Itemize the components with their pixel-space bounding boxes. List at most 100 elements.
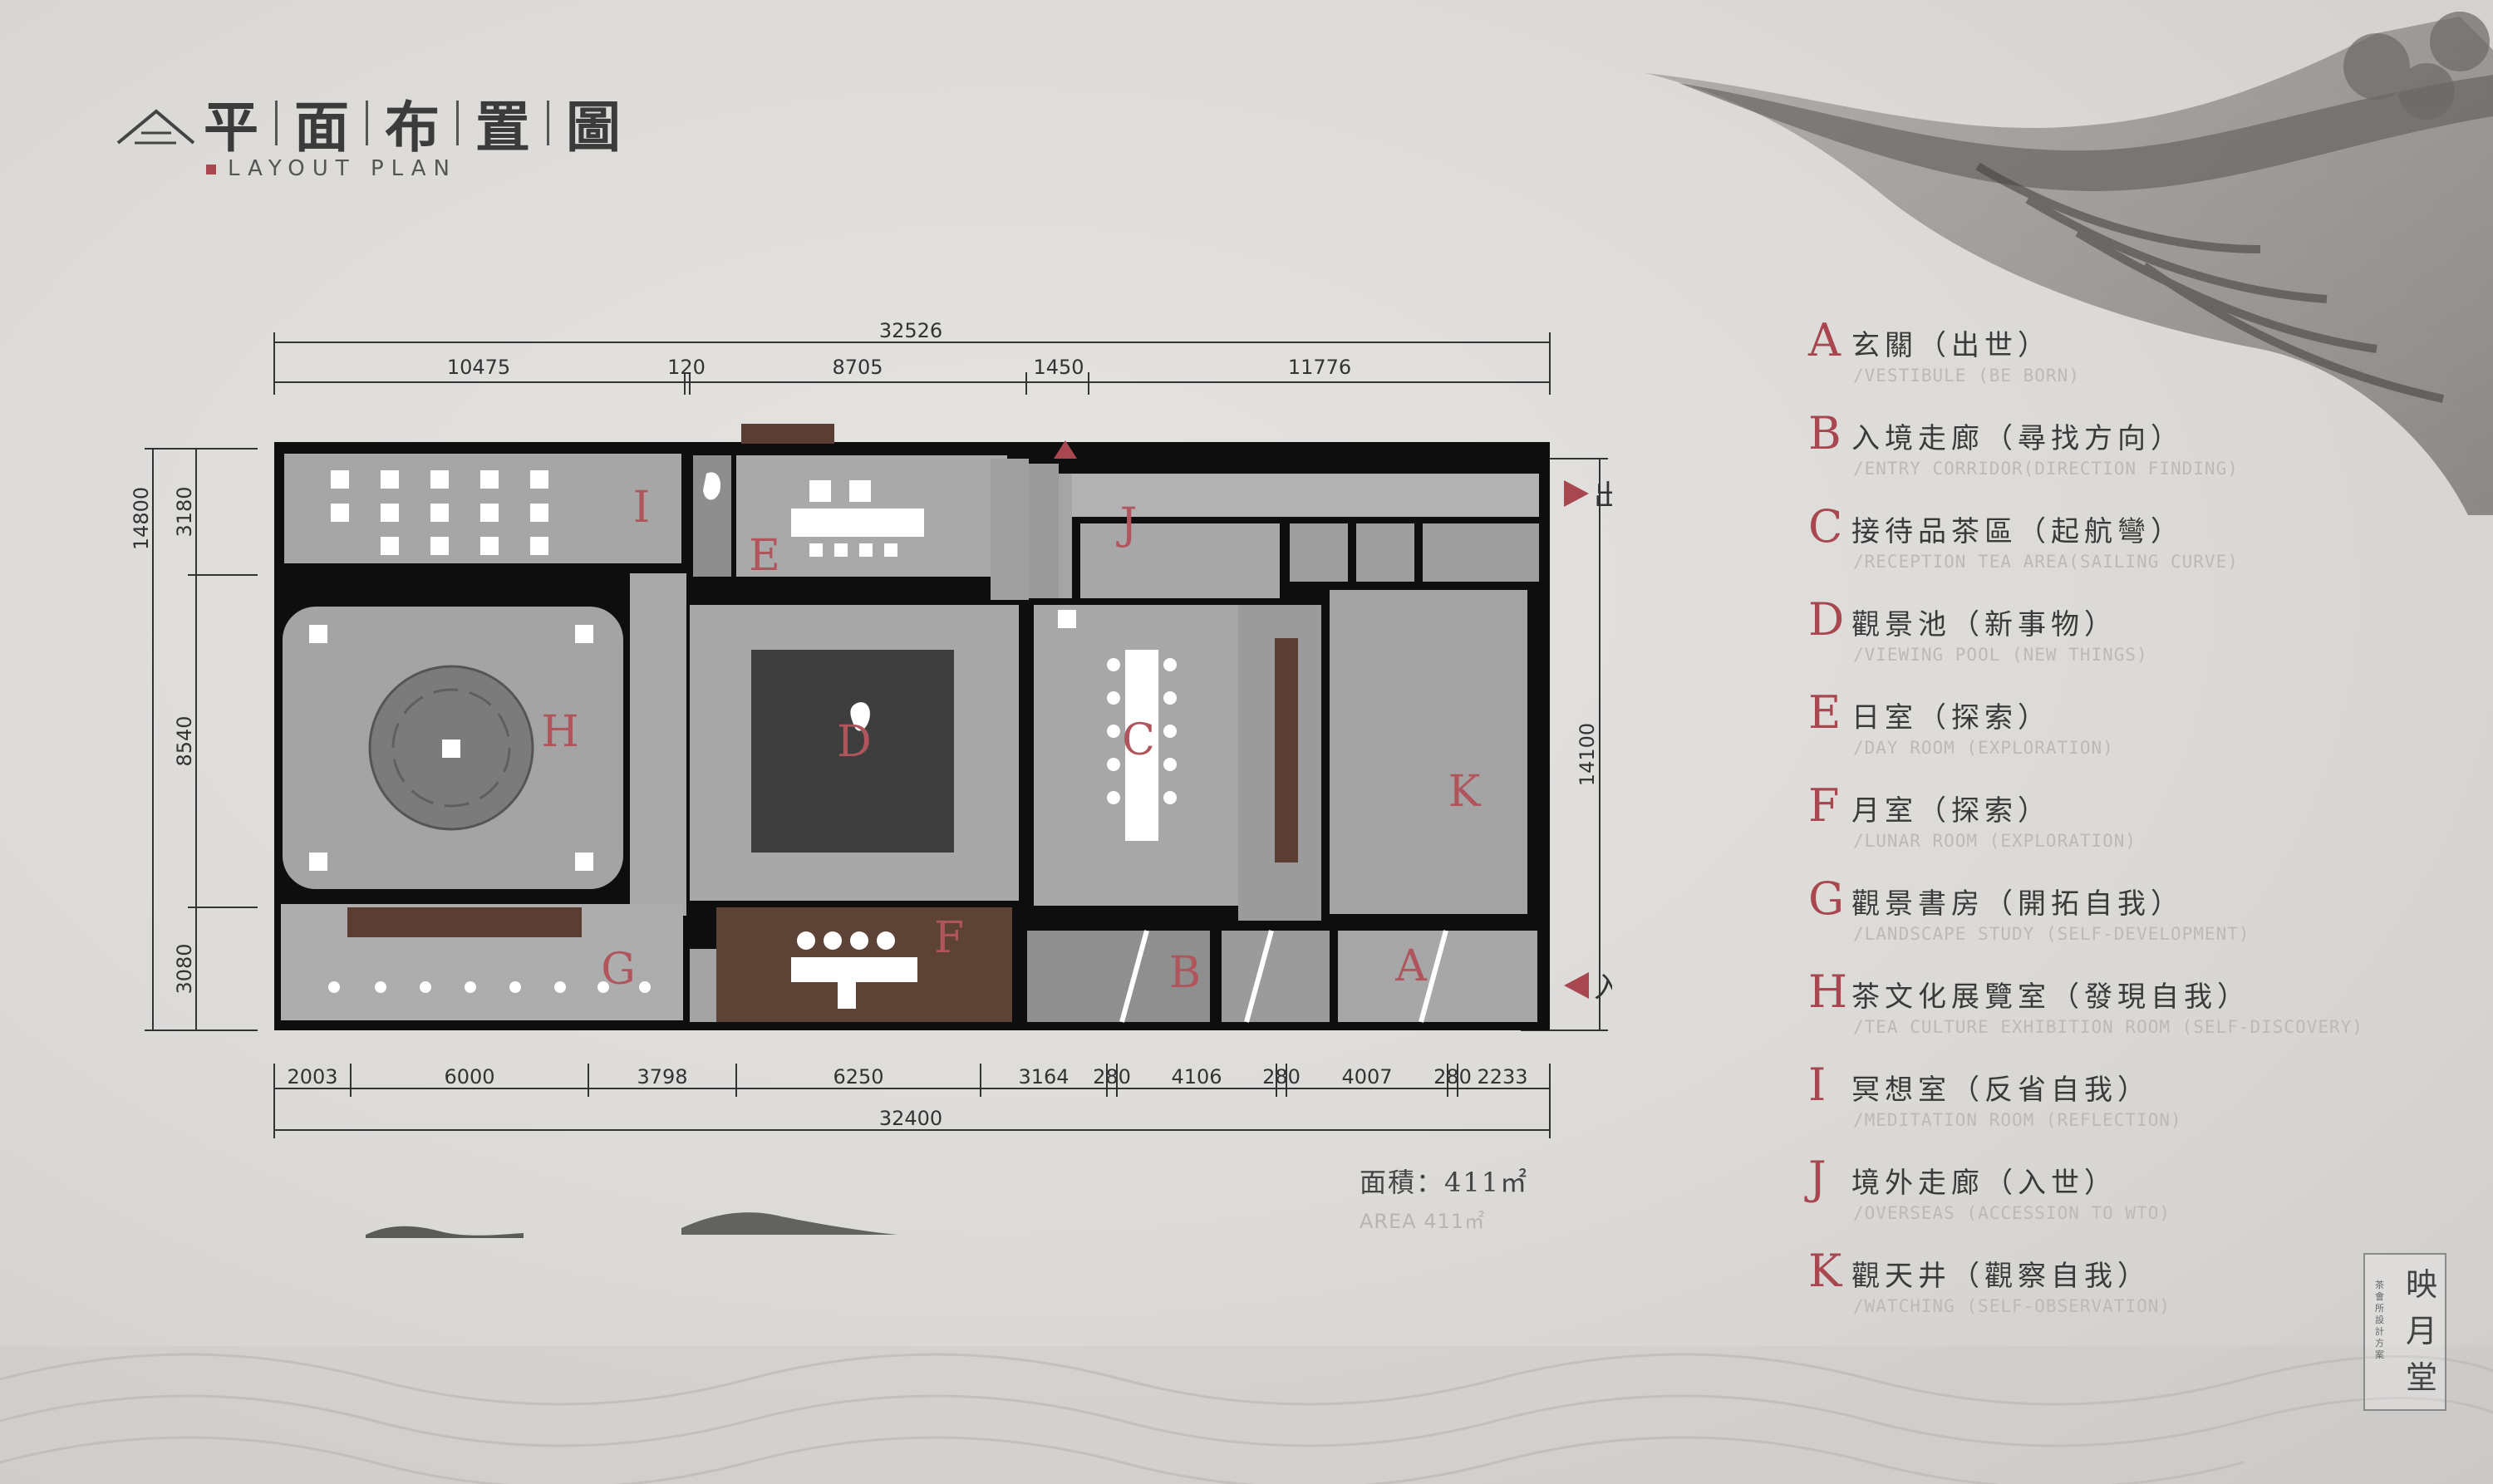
room-label-g: G — [601, 945, 636, 995]
brand-seal: 映月堂 茶會所設計方案 — [2363, 1253, 2446, 1411]
study-lights — [328, 981, 651, 993]
legend-item: A 玄關（出世） /VESTIBULE (BE BORN) — [1808, 314, 2473, 407]
legend-en: /VIEWING POOL (NEW THINGS) — [1853, 645, 2148, 665]
entry-label: 入 — [1594, 971, 1612, 1005]
bottom-dimension-lines — [273, 1064, 1551, 1138]
room-label-j: J — [1116, 499, 1138, 549]
legend-cn: 接待品茶區（起航彎） — [1851, 515, 2184, 548]
room-label-h: H — [541, 707, 578, 757]
area-cn: 面積：411㎡ — [1360, 1167, 1529, 1198]
legend-en: /VESTIBULE (BE BORN) — [1853, 366, 2080, 386]
lunar-room-table — [791, 931, 917, 1009]
legend-letter: D — [1808, 593, 1845, 646]
dim-bottom-segment: 3798 — [637, 1065, 687, 1088]
dim-bottom-segment: 2233 — [1477, 1065, 1527, 1088]
dim-top-segment: 1450 — [1033, 356, 1084, 379]
legend-cn: 入境走廊（尋找方向） — [1851, 422, 2184, 455]
room-label-i: I — [633, 483, 651, 533]
entry-arrow-icon — [1564, 972, 1589, 999]
legend-letter: K — [1808, 1245, 1842, 1297]
legend-en: /WATCHING (SELF-OBSERVATION) — [1853, 1296, 2171, 1316]
dim-left-segment: 3080 — [173, 943, 196, 994]
page-title: 平 面 布 置 圖 — [204, 83, 621, 163]
legend-cn: 冥想室（反省自我） — [1851, 1074, 2151, 1107]
legend-item: J 境外走廊（入世） /OVERSEAS (ACCESSION TO WTO) — [1808, 1152, 2473, 1245]
dim-bottom-segment: 3164 — [1018, 1065, 1069, 1088]
top-dimension-lines — [273, 332, 1551, 395]
exit-arrow-icon — [1564, 480, 1589, 507]
dim-left-total: 14800 — [130, 487, 153, 550]
legend-cn: 玄關（出世） — [1851, 329, 2051, 362]
area-en: AREA 411㎡ — [1360, 1210, 1486, 1233]
day-room-table — [791, 480, 924, 557]
legend-cn: 觀天井（觀察自我） — [1851, 1260, 2151, 1293]
legend-en: /RECEPTION TEA AREA(SAILING CURVE) — [1853, 552, 2239, 572]
legend-en: /DAY ROOM (EXPLORATION) — [1853, 738, 2114, 758]
title-char: 圖 — [566, 95, 621, 160]
dim-bottom-segment: 4007 — [1341, 1065, 1392, 1088]
dim-bottom-segment: 6250 — [833, 1065, 883, 1088]
dim-bottom-segment: 4106 — [1171, 1065, 1222, 1088]
stone-ornament — [703, 472, 721, 500]
dim-bottom-segment: 280 — [1093, 1065, 1131, 1088]
title-char: 平 — [204, 95, 258, 160]
dim-top-segment: 10475 — [447, 356, 510, 379]
left-dimension-lines — [145, 448, 258, 1031]
legend-en: /TEA CULTURE EXHIBITION ROOM (SELF-DISCO… — [1853, 1017, 2363, 1037]
dim-bottom-segment: 280 — [1262, 1065, 1301, 1088]
legend-letter: H — [1808, 966, 1848, 1018]
arrow-up-icon — [1054, 440, 1077, 459]
legend-letter: E — [1808, 686, 1841, 739]
legend-item: C 接待品茶區（起航彎） /RECEPTION TEA AREA(SAILING… — [1808, 500, 2473, 593]
dim-bottom-segment: 2003 — [287, 1065, 337, 1088]
room-legend: A 玄關（出世） /VESTIBULE (BE BORN) B 入境走廊（尋找方… — [1808, 314, 2473, 1338]
dim-top-segment: 11776 — [1288, 356, 1351, 379]
legend-item: F 月室（探索） /LUNAR ROOM (EXPLORATION) — [1808, 779, 2473, 872]
legend-cn: 觀景書房（開拓自我） — [1851, 887, 2184, 921]
room-label-e: E — [749, 531, 780, 581]
dim-top-segment: 8705 — [832, 356, 883, 379]
legend-letter: I — [1808, 1059, 1827, 1111]
dim-bottom-segment: 6000 — [444, 1065, 494, 1088]
room-label-b: B — [1169, 948, 1201, 998]
title-divider — [547, 101, 549, 145]
legend-cn: 境外走廊（入世） — [1851, 1167, 2117, 1200]
title-divider — [366, 101, 368, 145]
room-label-f: F — [934, 913, 964, 963]
legend-letter: A — [1808, 314, 1841, 366]
legend-cn: 日室（探索） — [1851, 701, 2051, 735]
title-char: 置 — [475, 95, 530, 160]
legend-item: K 觀天井（觀察自我） /WATCHING (SELF-OBSERVATION) — [1808, 1245, 2473, 1338]
ink-landscape-waves — [0, 1212, 2493, 1484]
seal-name: 映月堂 — [2405, 1266, 2437, 1396]
meditation-seats — [331, 470, 548, 555]
legend-item: D 觀景池（新事物） /VIEWING POOL (NEW THINGS) — [1808, 593, 2473, 686]
dim-bottom-segment: 280 — [1433, 1065, 1472, 1088]
area-note: 面積：411㎡ AREA 411㎡ — [1360, 1162, 1528, 1234]
roof-logo-icon — [116, 109, 195, 145]
floor-plan: 32526 10475 120 8705 1450 11776 14800 31… — [130, 319, 1612, 1138]
legend-cn: 月室（探索） — [1851, 794, 2051, 828]
legend-en: /OVERSEAS (ACCESSION TO WTO) — [1853, 1203, 2171, 1223]
legend-item: B 入境走廊（尋找方向） /ENTRY CORRIDOR(DIRECTION F… — [1808, 407, 2473, 500]
exit-label: 出 — [1594, 479, 1612, 513]
legend-en: /LANDSCAPE STUDY (SELF-DEVELOPMENT) — [1853, 924, 2250, 944]
legend-cn: 觀景池（新事物） — [1851, 608, 2117, 641]
legend-en: /MEDITATION ROOM (REFLECTION) — [1853, 1110, 2182, 1130]
page-subtitle: LAYOUT PLAN — [206, 156, 457, 181]
dim-left-segment: 3180 — [173, 486, 196, 537]
room-label-k: K — [1448, 767, 1482, 817]
title-char: 布 — [385, 95, 440, 160]
room-label-c: C — [1122, 715, 1155, 765]
dim-right-total: 14100 — [1576, 723, 1599, 786]
legend-letter: F — [1808, 779, 1840, 832]
legend-item: H 茶文化展覽室（發現自我） /TEA CULTURE EXHIBITION R… — [1808, 966, 2473, 1059]
title-divider — [456, 101, 459, 145]
dim-top-total: 32526 — [879, 319, 942, 342]
legend-item: G 觀景書房（開拓自我） /LANDSCAPE STUDY (SELF-DEVE… — [1808, 872, 2473, 966]
legend-letter: J — [1808, 1152, 1827, 1204]
title-divider — [275, 101, 278, 145]
room-label-a: A — [1394, 941, 1428, 991]
dim-top-segment: 120 — [667, 356, 706, 379]
legend-en: /ENTRY CORRIDOR(DIRECTION FINDING) — [1853, 459, 2239, 479]
